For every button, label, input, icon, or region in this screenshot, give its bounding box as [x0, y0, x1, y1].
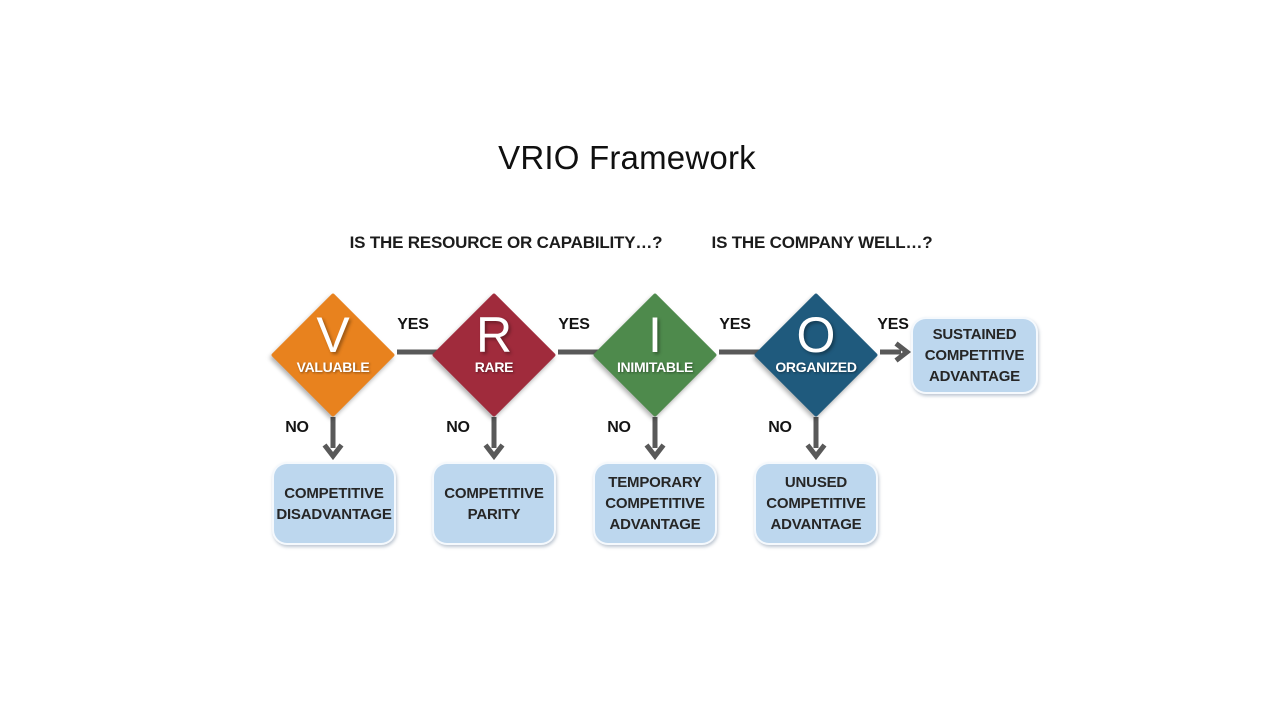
page-title: VRIO Framework: [498, 139, 756, 176]
yes-label-0: YES: [397, 316, 429, 333]
diamond-inimitable: I INIMITABLE: [592, 292, 718, 418]
outcome-box-unused-competitive-advantage: UNUSED COMPETITIVE ADVANTAGE: [754, 462, 878, 545]
no-label-1: NO: [446, 419, 470, 436]
diamond-label-organized: ORGANIZED: [775, 359, 857, 375]
outcome-box-competitive-disadvantage: COMPETITIVE DISADVANTAGE: [272, 462, 396, 545]
yes-arrow-3: [880, 341, 912, 363]
no-arrow-3: [805, 417, 827, 461]
no-label-2: NO: [607, 419, 631, 436]
final-outcome-box: SUSTAINED COMPETITIVE ADVANTAGE: [911, 317, 1038, 394]
diamond-rare: R RARE: [431, 292, 557, 418]
outcome-box-competitive-parity: COMPETITIVE PARITY: [432, 462, 556, 545]
diamond-letter-o: O: [796, 307, 836, 363]
diamond-letter-r: R: [475, 307, 513, 363]
no-label-0: NO: [285, 419, 309, 436]
yes-label-1: YES: [558, 316, 590, 333]
diamond-organized: O ORGANIZED: [753, 292, 879, 418]
question-company: IS THE COMPANY WELL…?: [711, 233, 933, 252]
yes-label-3: YES: [877, 316, 909, 333]
diamond-label-valuable: VALUABLE: [296, 359, 370, 375]
diamond-valuable: V VALUABLE: [270, 292, 396, 418]
no-label-3: NO: [768, 419, 792, 436]
yes-label-2: YES: [719, 316, 751, 333]
no-arrow-0: [322, 417, 344, 461]
outcome-box-temporary-competitive-advantage: TEMPORARY COMPETITIVE ADVANTAGE: [593, 462, 717, 545]
no-arrow-1: [483, 417, 505, 461]
diamond-label-inimitable: INIMITABLE: [616, 359, 694, 375]
diamond-letter-i: I: [648, 307, 662, 363]
diamond-label-rare: RARE: [474, 359, 514, 375]
diamond-letter-v: V: [316, 307, 350, 363]
no-arrow-2: [644, 417, 666, 461]
question-resource: IS THE RESOURCE OR CAPABILITY…?: [349, 233, 663, 252]
